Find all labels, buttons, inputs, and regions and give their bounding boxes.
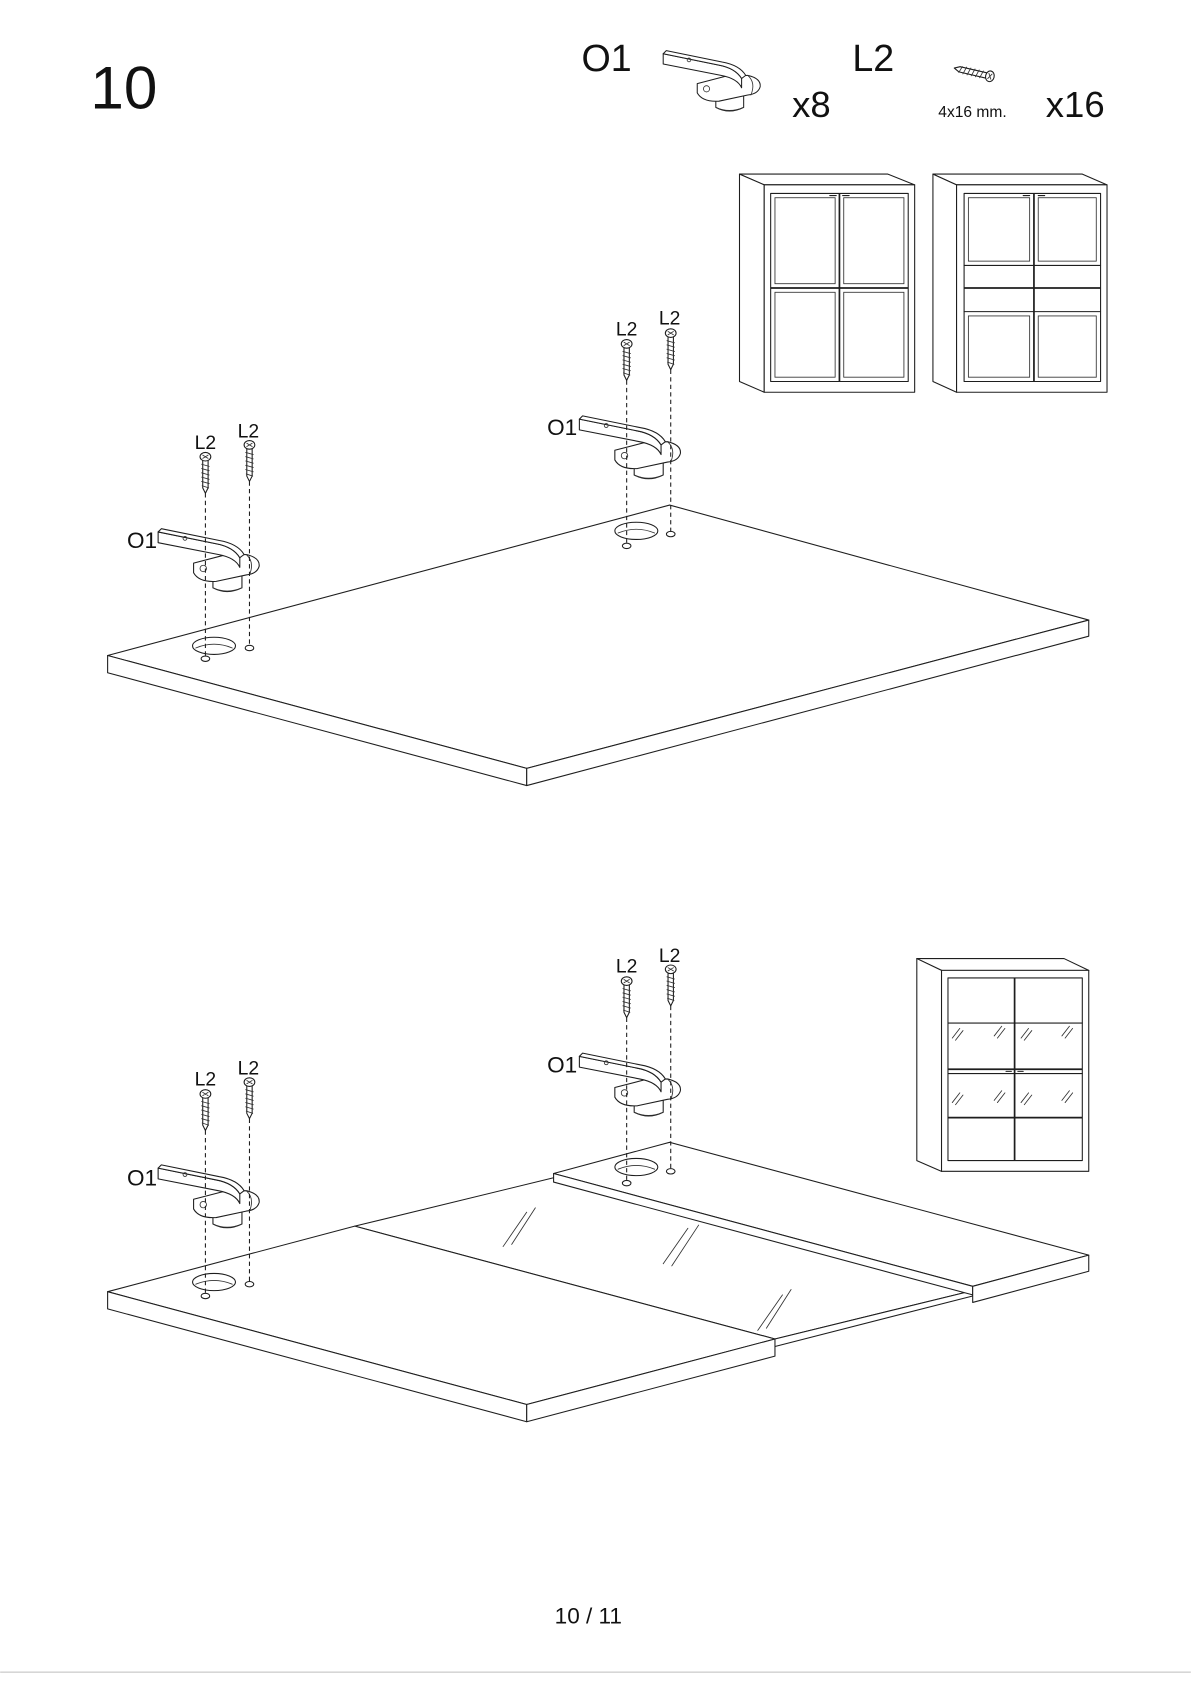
shelf-panel [108,505,1089,785]
screw-label: L2 [238,1058,260,1080]
screw-label: L2 [195,432,217,454]
cabinet-top [739,174,914,185]
cabinet-side [933,174,957,392]
screw-part-code: L2 [852,37,894,79]
cabinet-side [917,959,942,1172]
hinge-label: O1 [547,415,577,440]
cabinet-icon [933,174,1107,392]
cabinet-top [933,174,1107,185]
hinge-label: O1 [127,528,157,553]
screw-label: L2 [195,1068,217,1090]
cabinet-top [917,959,1089,971]
hinge-o1 [579,1053,680,1116]
screw-label: L2 [616,318,638,340]
hinge-part-code: O1 [582,37,632,79]
cabinet-side [739,174,764,392]
hinge-quantity: x8 [792,84,831,125]
screw-label: L2 [659,308,681,330]
hinge-label: O1 [127,1165,157,1190]
panel-top-face [108,505,1089,768]
screw-l2 [621,977,632,1018]
page-number: 10 / 11 [555,1604,622,1629]
screw-quantity: x16 [1046,84,1105,125]
cabinet-icon [739,174,914,392]
step-number: 10 [90,55,157,122]
screw-label: L2 [616,956,638,978]
hinge-label: O1 [547,1052,577,1077]
glass-cabinet-icon [917,959,1089,1172]
screw-label: L2 [659,945,681,967]
screw-l2 [200,1090,211,1131]
screw-label: L2 [238,420,260,442]
hinge-o1 [579,416,680,479]
hinge-icon [663,51,760,111]
screw-l2 [665,329,676,370]
hinge-o1 [158,1165,259,1228]
screw-icon [953,63,995,83]
hinge-o1 [158,529,259,592]
screw-l2 [200,452,211,493]
screw-l2 [621,340,632,381]
screw-l2 [665,965,676,1006]
screw-l2 [244,1078,255,1119]
screw-size: 4x16 mm. [938,104,1006,121]
screw-l2 [244,441,255,482]
